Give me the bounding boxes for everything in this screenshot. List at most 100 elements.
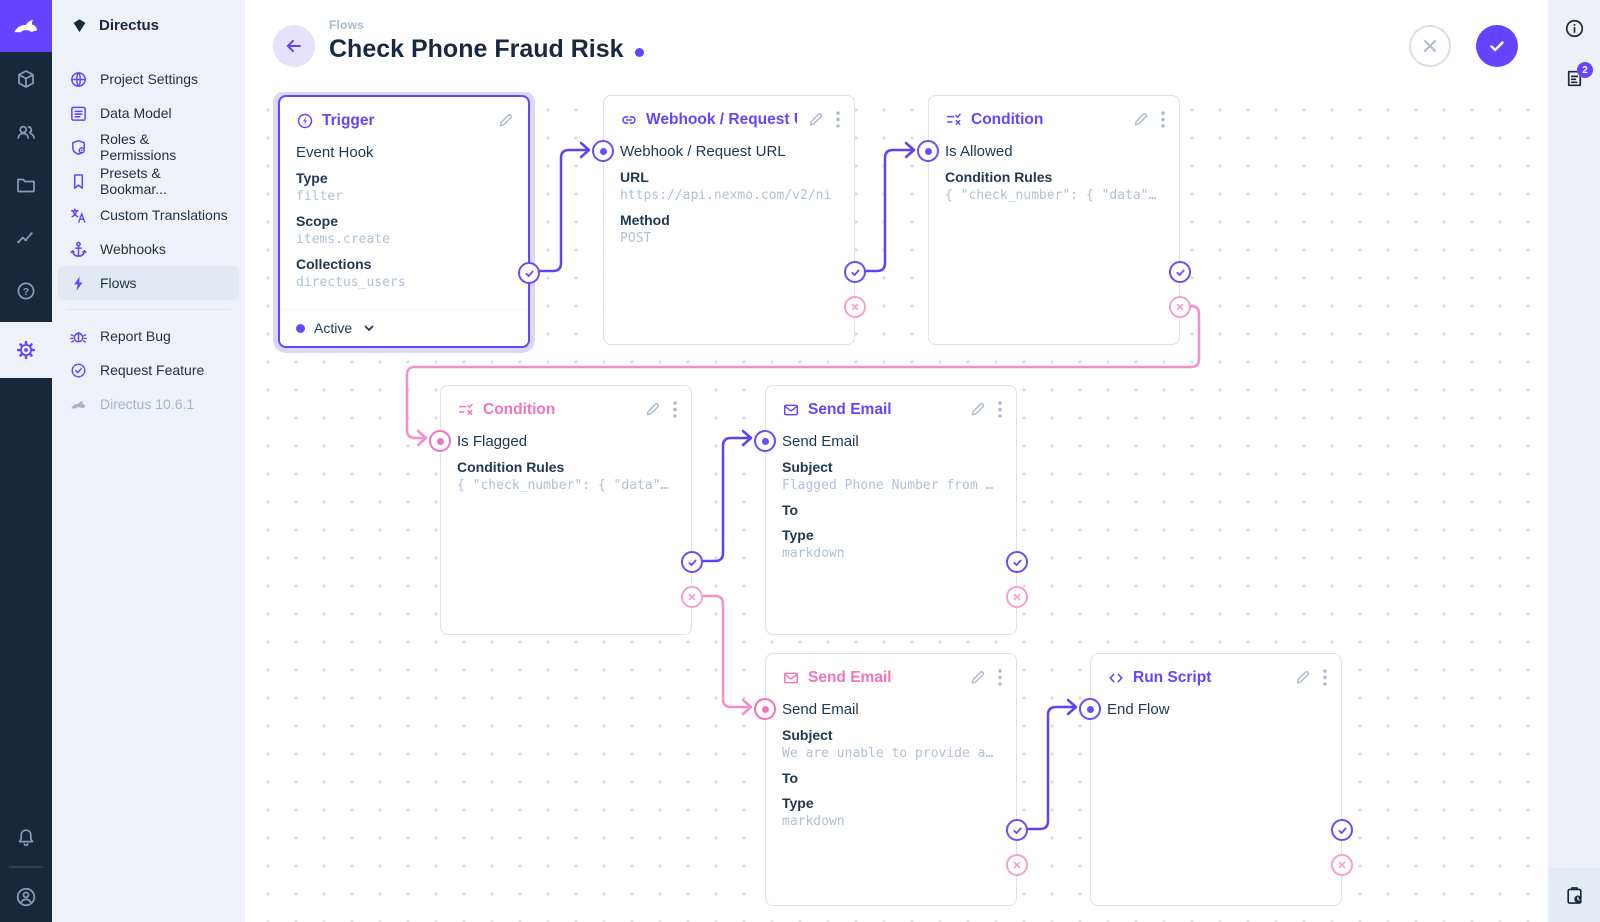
reject-connector[interactable] bbox=[844, 296, 866, 318]
right-sidebar: 2 bbox=[1548, 0, 1600, 922]
bolt-circle-icon bbox=[296, 112, 314, 130]
module-insights-button[interactable] bbox=[0, 211, 52, 264]
svg-text:?: ? bbox=[23, 286, 29, 298]
input-connector[interactable] bbox=[754, 430, 776, 452]
edit-operation-button[interactable] bbox=[642, 399, 663, 420]
flow-card-condition-allowed[interactable]: Condition Is Allowed Condition Rules { "… bbox=[917, 95, 1191, 345]
sidebar-item-request-feature[interactable]: Request Feature bbox=[58, 353, 239, 387]
more-options-button[interactable] bbox=[1321, 667, 1329, 688]
operation-name: Is Allowed bbox=[945, 143, 1013, 160]
field-label: Subject bbox=[782, 727, 833, 743]
more-options-button[interactable] bbox=[996, 667, 1004, 688]
close-icon bbox=[1424, 40, 1436, 52]
resolve-connector[interactable] bbox=[1006, 819, 1028, 841]
input-connector[interactable] bbox=[917, 140, 939, 162]
field-label: Type bbox=[782, 795, 814, 811]
more-options-button[interactable] bbox=[996, 399, 1004, 420]
flow-card-trigger[interactable]: Trigger Event Hook Type filter Scope ite… bbox=[278, 95, 540, 348]
sidebar-item-webhooks[interactable]: Webhooks bbox=[58, 232, 239, 266]
module-users-button[interactable] bbox=[0, 105, 52, 158]
module-help-button[interactable]: ? bbox=[0, 264, 52, 317]
kebab-icon bbox=[1161, 111, 1165, 128]
module-settings-button[interactable] bbox=[0, 322, 52, 378]
sidebar-item-flows[interactable]: Flows bbox=[58, 266, 239, 300]
pencil-icon bbox=[1134, 113, 1148, 126]
pencil-icon bbox=[809, 113, 823, 126]
resolve-connector[interactable] bbox=[1169, 261, 1191, 283]
field-value: { "check_number": { "data"… bbox=[945, 188, 1157, 203]
resolve-connector[interactable] bbox=[844, 261, 866, 283]
edit-operation-button[interactable] bbox=[805, 109, 826, 130]
edit-operation-button[interactable] bbox=[967, 399, 988, 420]
bookmark-icon bbox=[69, 172, 88, 191]
field-label: Collections bbox=[296, 256, 372, 272]
breadcrumb[interactable]: Flows bbox=[329, 18, 365, 32]
save-button[interactable] bbox=[1476, 25, 1518, 67]
pencil-icon bbox=[1296, 671, 1310, 684]
resolve-connector[interactable] bbox=[518, 262, 540, 284]
module-files-button[interactable] bbox=[0, 158, 52, 211]
reject-connector[interactable] bbox=[1169, 296, 1191, 318]
reject-connector[interactable] bbox=[1331, 854, 1353, 876]
pencil-icon bbox=[499, 114, 513, 127]
notifications-button[interactable] bbox=[0, 814, 52, 862]
kebab-icon bbox=[998, 669, 1002, 686]
module-bar: ? bbox=[0, 0, 52, 922]
flow-card-run-script[interactable]: Run Script End Flow bbox=[1079, 653, 1353, 906]
more-options-button[interactable] bbox=[671, 399, 679, 420]
flow-card-webhook[interactable]: Webhook / Request U Webhook / Request UR… bbox=[592, 95, 866, 345]
field-value: markdown bbox=[782, 546, 845, 561]
flow-card-send-email-flagged[interactable]: Send Email Send Email Subject Flagged Ph… bbox=[754, 385, 1028, 635]
sidebar-item-report-bug[interactable]: Report Bug bbox=[58, 319, 239, 353]
back-button[interactable] bbox=[273, 25, 315, 67]
more-options-button[interactable] bbox=[1159, 109, 1167, 130]
edit-trigger-button[interactable] bbox=[495, 110, 516, 131]
sidebar-item-custom-translations[interactable]: Custom Translations bbox=[58, 198, 239, 232]
input-connector[interactable] bbox=[1079, 698, 1101, 720]
account-button[interactable] bbox=[0, 872, 52, 922]
module-content-button[interactable] bbox=[0, 52, 52, 105]
page-title-label: Check Phone Fraud Risk bbox=[329, 35, 624, 63]
reject-connector[interactable] bbox=[681, 586, 703, 608]
reject-connector[interactable] bbox=[1006, 854, 1028, 876]
pencil-icon bbox=[971, 403, 985, 416]
discard-changes-button[interactable] bbox=[1409, 25, 1451, 67]
input-connector[interactable] bbox=[754, 698, 776, 720]
title-block: Flows Check Phone Fraud Risk bbox=[329, 18, 644, 64]
activity-panel-button[interactable] bbox=[1548, 868, 1600, 922]
notes-panel-button[interactable]: 2 bbox=[1548, 54, 1600, 102]
notes-doc-icon bbox=[1567, 70, 1581, 86]
verified-seal-icon bbox=[69, 361, 88, 380]
sidebar-item-roles-permissions[interactable]: Roles & Permissions bbox=[58, 130, 239, 164]
sidebar-item-label: Webhooks bbox=[100, 241, 166, 257]
field-value: Flagged Phone Number from … bbox=[782, 478, 994, 493]
shield-person-icon bbox=[69, 138, 88, 157]
page-title: Check Phone Fraud Risk bbox=[329, 35, 644, 64]
input-connector[interactable] bbox=[592, 140, 614, 162]
sidebar-item-project-settings[interactable]: Project Settings bbox=[58, 62, 239, 96]
edit-operation-button[interactable] bbox=[967, 667, 988, 688]
flow-card-send-email-unable[interactable]: Send Email Send Email Subject We are una… bbox=[754, 653, 1028, 906]
more-options-button[interactable] bbox=[834, 109, 842, 130]
edit-operation-button[interactable] bbox=[1292, 667, 1313, 688]
field-label: To bbox=[782, 502, 799, 518]
condition-rule-icon bbox=[945, 111, 963, 129]
directus-logo[interactable] bbox=[0, 0, 52, 52]
sidebar-item-data-model[interactable]: Data Model bbox=[58, 96, 239, 130]
reject-connector[interactable] bbox=[1006, 586, 1028, 608]
resolve-connector[interactable] bbox=[1006, 551, 1028, 573]
input-connector[interactable] bbox=[429, 430, 451, 452]
kebab-icon bbox=[1323, 669, 1327, 686]
info-button[interactable] bbox=[1548, 4, 1600, 52]
link-icon bbox=[620, 111, 638, 129]
condition-rule-icon bbox=[457, 401, 475, 419]
resolve-connector[interactable] bbox=[681, 551, 703, 573]
field-value: We are unable to provide a… bbox=[782, 746, 994, 761]
resolve-connector[interactable] bbox=[1331, 819, 1353, 841]
activity-clipboard-icon bbox=[1566, 886, 1582, 904]
field-label: URL bbox=[620, 169, 649, 185]
edit-operation-button[interactable] bbox=[1130, 109, 1151, 130]
sidebar-item-presets-bookmarks[interactable]: Presets & Bookmar... bbox=[58, 164, 239, 198]
flow-card-condition-flagged[interactable]: Condition Is Flagged Condition Rules { "… bbox=[429, 385, 703, 635]
flow-status-toggle[interactable]: Active bbox=[280, 309, 528, 346]
